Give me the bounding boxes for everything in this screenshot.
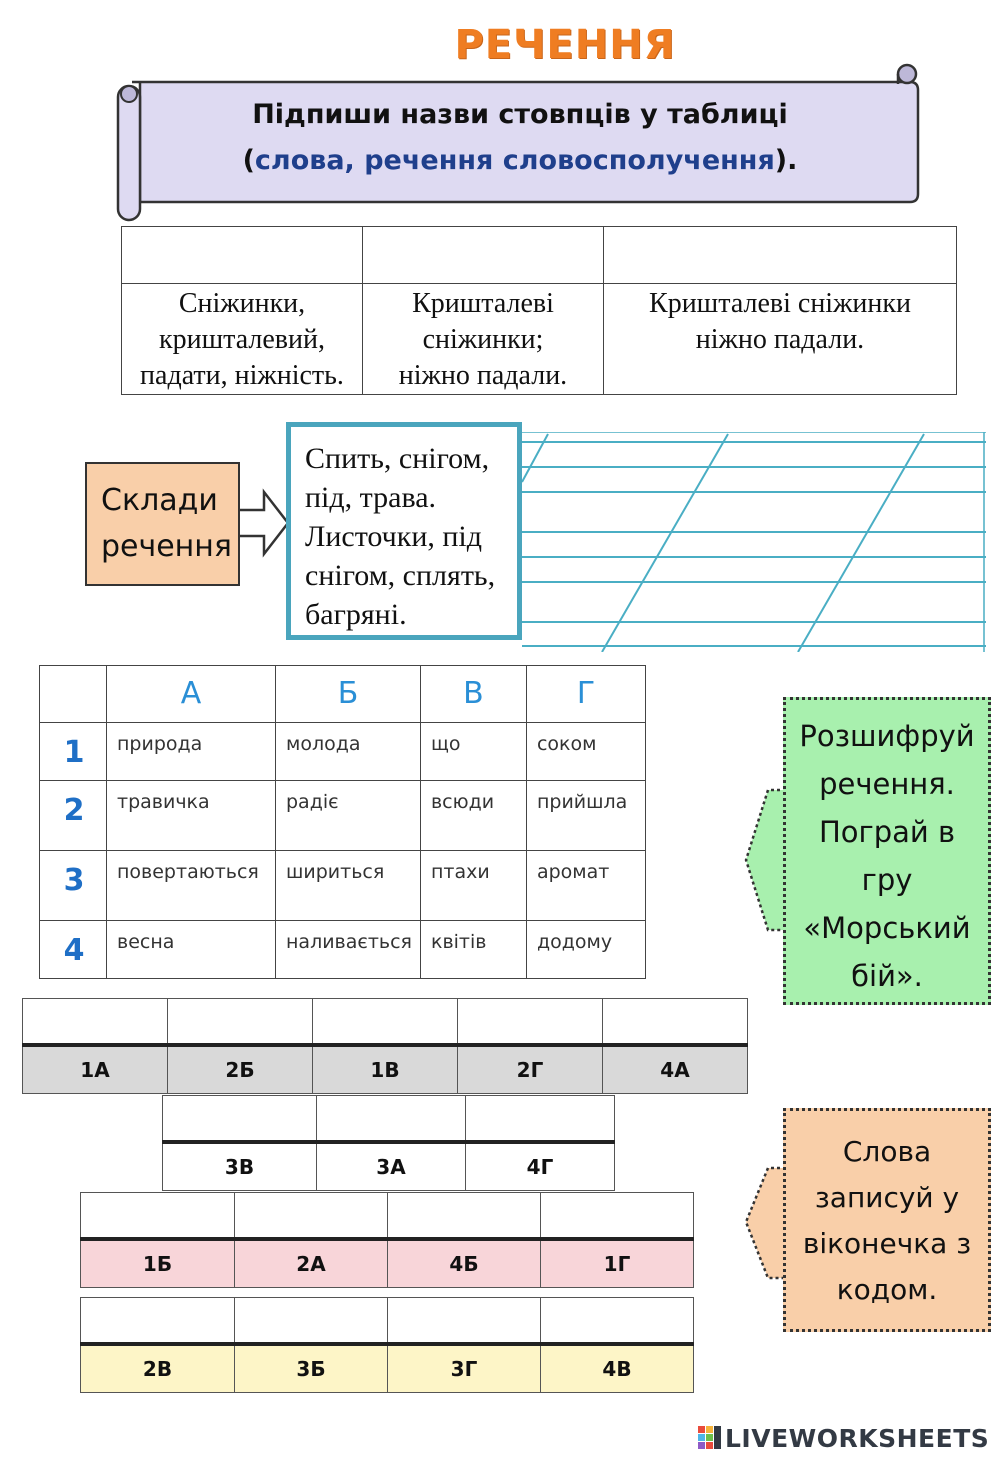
code-table-1: 1А 2Б 1В 2Г 4А [22,998,748,1094]
instruction-text: Підпиши назви стовпців у таблиці (слова,… [130,92,910,184]
callout-pointer-icon [744,788,786,932]
code-cell: 3А [316,1140,466,1191]
grid-col-header: Г [525,665,646,723]
grid-col-header: Б [275,665,421,723]
answer-input[interactable] [234,1192,388,1240]
grid-cell: квітів [419,920,527,979]
answer-input[interactable] [80,1192,235,1240]
answer-input[interactable] [540,1297,694,1345]
answer-input[interactable] [387,1192,541,1240]
code-cell: 2Г [457,1043,603,1094]
grid-row-header: 4 [39,920,107,979]
answer-input[interactable] [22,998,168,1046]
grid-cell: що [419,722,527,781]
grid-row-header: 2 [39,780,107,851]
grid-cell: шириться [275,850,421,921]
decode-instruction: Розшифруй речення. Пограй в гру «Морськи… [783,697,991,1005]
scroll-banner [116,63,920,222]
code-cell: 1Г [540,1237,694,1288]
answer-input[interactable] [162,1095,317,1143]
answer-input[interactable] [312,998,458,1046]
code-cell: 1Б [80,1237,235,1288]
answer-input[interactable] [167,998,313,1046]
answer-input[interactable] [387,1297,541,1345]
grid-col-header: В [419,665,527,723]
grid-cell: аромат [525,850,646,921]
grid-corner [39,665,107,723]
write-instruction: Слова записуй у віконечка з кодом. [783,1108,991,1332]
word-bank-box: Спить, снігом, під, трава. Листочки, під… [286,422,522,640]
grid-cell: молода [275,722,421,781]
grid-cell: соком [525,722,646,781]
instruction-line1: Підпиши назви стовпців у таблиці [252,99,788,130]
arrow-right-icon [240,488,290,558]
sea-battle-grid: А Б В Г 1 природа молода що соком 2 трав… [39,665,646,979]
code-cell: 3В [162,1140,317,1191]
code-cell: 1А [22,1043,168,1094]
answer-input[interactable] [457,998,603,1046]
grid-cell: повертаються [106,850,276,921]
grid-cell: додому [525,920,646,979]
code-cell: 4В [540,1342,694,1393]
answer-input[interactable] [602,998,748,1046]
answer-input[interactable] [80,1297,235,1345]
code-cell: 1В [312,1043,458,1094]
table-cell-words: Сніжинки,кришталевий,падати, ніжність. [121,283,363,395]
liveworksheets-logo: LIVEWORKSHEETS [697,1422,989,1454]
grid-col-header: А [106,665,276,723]
code-cell: 4А [602,1043,748,1094]
instruction-terms: слова, речення словосполучення [254,145,775,176]
grid-cell: травичка [106,780,276,851]
column-name-input-3[interactable] [603,226,957,284]
answer-input[interactable] [234,1297,388,1345]
grid-cell: прийшла [525,780,646,851]
classification-table: Сніжинки,кришталевий,падати, ніжність. К… [121,226,957,395]
grid-row-header: 1 [39,722,107,781]
column-name-input-1[interactable] [121,226,363,284]
answer-input[interactable] [540,1192,694,1240]
answer-input[interactable] [465,1095,615,1143]
code-cell: 3Г [387,1342,541,1393]
grid-cell: радіє [275,780,421,851]
grid-cell: весна [106,920,276,979]
callout-pointer-icon [744,1166,786,1280]
code-cell: 2В [80,1342,235,1393]
grid-row-header: 3 [39,850,107,921]
code-cell: 3Б [234,1342,388,1393]
compose-label: Склади речення [85,462,240,586]
answer-input[interactable] [316,1095,466,1143]
liveworksheets-logo-icon [698,1426,721,1449]
code-table-2: 3В 3А 4Г [162,1095,615,1191]
code-cell: 2А [234,1237,388,1288]
code-table-3: 1Б 2А 4Б 1Г [80,1192,694,1288]
code-cell: 4Б [387,1237,541,1288]
column-name-input-2[interactable] [362,226,604,284]
logo-text: LIVEWORKSHEETS [725,1423,990,1453]
writing-area[interactable] [522,432,986,652]
grid-cell: наливається [275,920,421,979]
code-cell: 2Б [167,1043,313,1094]
grid-cell: всюди [419,780,527,851]
code-table-4: 2В 3Б 3Г 4В [80,1297,694,1393]
instruction-line2: (слова, речення словосполучення). [242,145,798,176]
code-cell: 4Г [465,1140,615,1191]
grid-cell: птахи [419,850,527,921]
grid-cell: природа [106,722,276,781]
page-title: РЕЧЕННЯ [454,22,676,68]
